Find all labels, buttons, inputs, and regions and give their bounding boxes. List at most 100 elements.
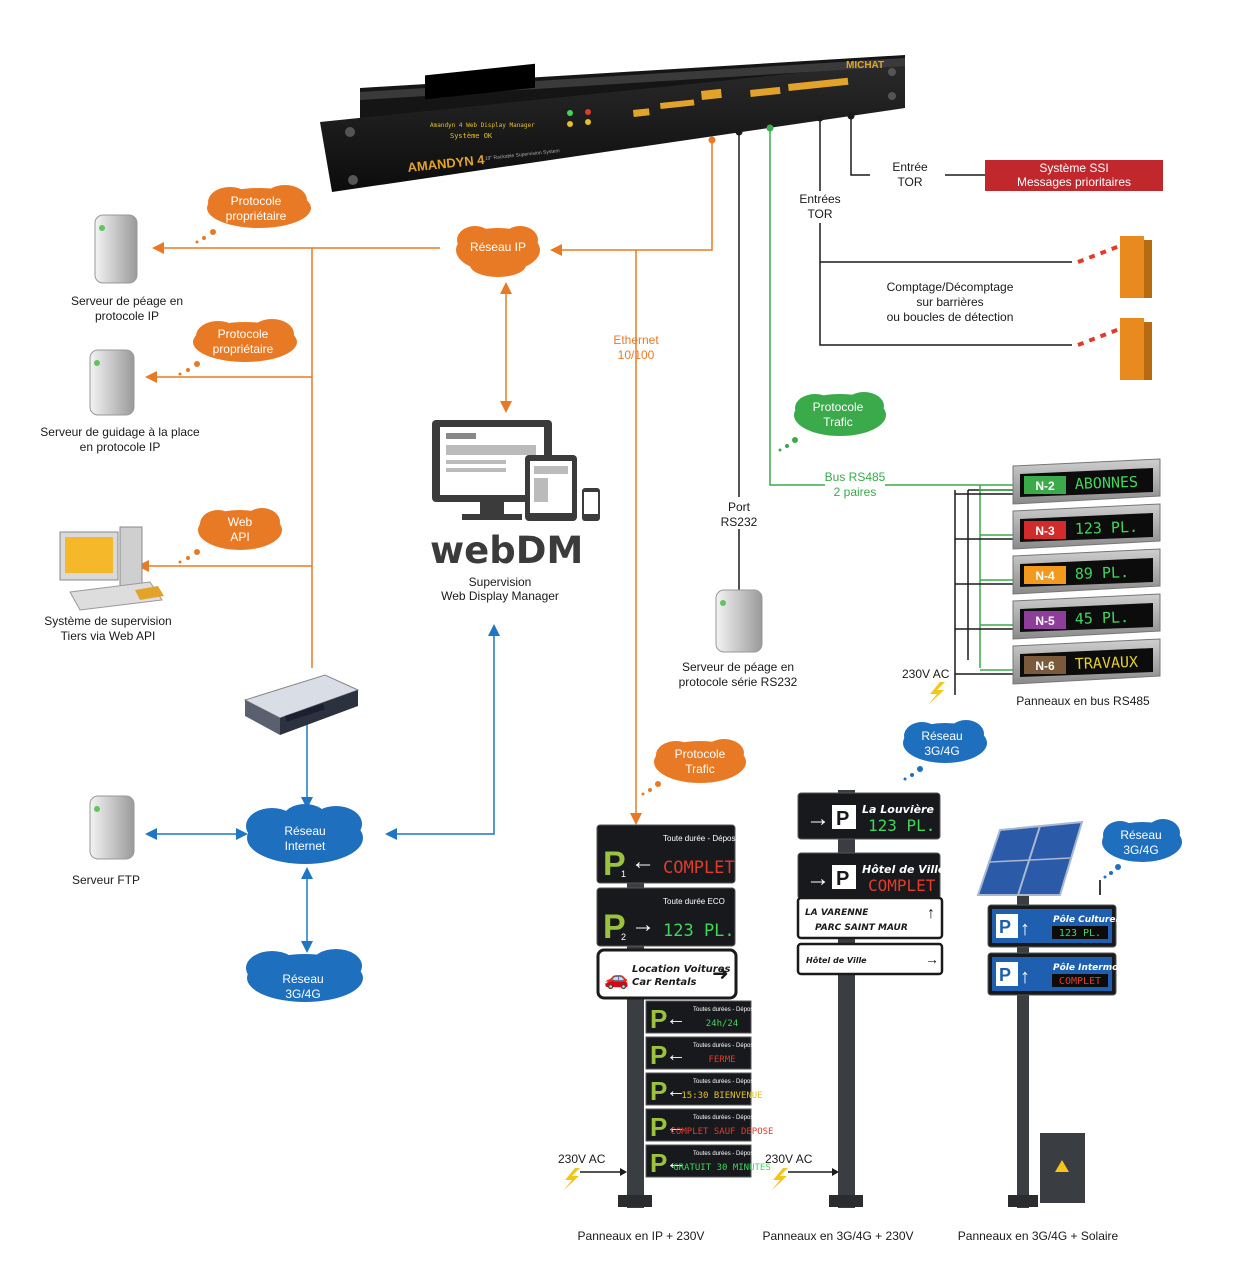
parking-icon <box>832 805 856 829</box>
cloud-proto-trafic-bottom: Protocole Trafic <box>641 739 746 796</box>
label-systeme-supervision-1: Système de supervision <box>44 614 171 628</box>
solar-panel-name: Pôle Intermodal <box>1053 962 1135 973</box>
svg-text:Web: Web <box>228 515 253 529</box>
webdm-caption-1: Supervision <box>469 575 532 589</box>
ip-small-message: COMPLET SAUF DEPOSE <box>671 1127 774 1137</box>
bus-panel: N-3 123 PL. <box>955 503 1161 550</box>
label-ac-bus: 230V AC <box>902 667 950 681</box>
bus-panel-level: N-5 <box>1035 614 1055 628</box>
label-serveur-ftp: Serveur FTP <box>72 873 140 887</box>
svg-text:3G/4G: 3G/4G <box>924 744 959 758</box>
device-screen-line1: Amandyn 4 Web Display Manager <box>430 122 535 129</box>
arrow-right-icon: ➜ <box>712 963 729 985</box>
caption-solar: Panneaux en 3G/4G + Solaire <box>958 1229 1119 1243</box>
g34-static2-frame <box>796 942 944 976</box>
ssi-line1: Système SSI <box>1039 161 1108 175</box>
solar-panel-screen <box>1052 926 1108 939</box>
bus-wiring <box>954 485 1015 695</box>
caption-3g: Panneaux en 3G/4G + 230V <box>762 1229 913 1243</box>
arrow-up-icon: ↑ <box>1020 918 1030 940</box>
ip-panel-p: P <box>603 908 626 946</box>
solar-panel-message: 123 PL. <box>1059 928 1101 939</box>
svg-text:Réseau: Réseau <box>921 729 962 743</box>
bus-panel: N-5 45 PL. <box>955 593 1161 640</box>
ip-panel-caption: Toute durée - Dépose <box>663 834 740 843</box>
bus-panel-message: 45 PL. <box>1075 608 1130 628</box>
bus-panel-level-bg <box>1024 476 1066 494</box>
amandyn-device: Amandyn 4 Web Display Manager Système OK… <box>320 55 905 192</box>
cloud-proto-trafic-top: Protocole Trafic <box>778 392 886 452</box>
ip-small-frame <box>645 1036 752 1070</box>
g34-static2-line: Hôtel de Ville <box>806 955 867 965</box>
cloud-reseau-ip: Réseau IP <box>456 226 540 277</box>
svg-text:API: API <box>230 530 249 544</box>
svg-text:3G/4G: 3G/4G <box>285 987 320 1001</box>
arrow-right-icon: → <box>806 865 830 892</box>
ip-small-caption: Toutes durées - Dépose <box>693 1115 757 1121</box>
left-network-lines <box>137 242 512 953</box>
ip-small-message: 24h/24 <box>706 1019 739 1029</box>
arrow-up-icon: ↑ <box>927 905 935 922</box>
label-bus-1: Bus RS485 <box>825 470 886 484</box>
ip-small-frame <box>645 1000 752 1034</box>
cloud-3g4g-right: Réseau 3G/4G <box>1102 819 1182 879</box>
ip-static-frame <box>596 948 738 1000</box>
bus-panel-message: 123 PL. <box>1075 518 1139 538</box>
label-serveur-rs232-2: protocole série RS232 <box>679 675 798 689</box>
parking-icon <box>832 865 856 889</box>
cloud-proto2: Protocole propriétaire <box>178 319 297 376</box>
ip-small-frame <box>645 1108 752 1142</box>
bus-panel-level-bg <box>1024 611 1066 629</box>
arrow-icon: → <box>631 911 655 938</box>
g34-panel-message: 123 PL. <box>868 816 935 835</box>
g34-static1-line2: PARC SAINT MAUR <box>815 923 908 933</box>
bus-panel-message: ABONNES <box>1075 473 1139 493</box>
svg-text:Protocole: Protocole <box>231 194 282 208</box>
parking-icon <box>996 962 1018 986</box>
label-entree-tor-1: Entrée <box>892 160 928 174</box>
label-systeme-supervision-2: Tiers via Web API <box>61 629 156 643</box>
parking-icon-letter: P <box>836 868 849 890</box>
label-serveur-guidage-2: en protocole IP <box>80 440 161 454</box>
bus-panel-level: N-3 <box>1035 524 1055 538</box>
svg-text:propriétaire: propriétaire <box>226 209 287 223</box>
svg-text:Réseau: Réseau <box>282 972 323 986</box>
label-serveur-peage-ip-2: protocole IP <box>95 309 159 323</box>
arrow-left-icon: ← <box>666 1080 686 1102</box>
ip-panel-message: 123 PL. <box>663 921 735 941</box>
sign-solar-pole <box>976 820 1101 1208</box>
g34-panel-message: COMPLET <box>868 876 936 895</box>
caption-ip: Panneaux en IP + 230V <box>578 1229 705 1243</box>
label-ac-ip: 230V AC <box>558 1152 606 1166</box>
label-comptage-3: ou boucles de détection <box>887 310 1014 324</box>
svg-text:Réseau: Réseau <box>1120 828 1161 842</box>
webdm-caption-2: Web Display Manager <box>441 589 559 603</box>
label-comptage-2: sur barrières <box>916 295 983 309</box>
solar-panel-screen <box>1052 974 1108 987</box>
ip-small-caption: Toutes durées - Dépose <box>693 1079 757 1085</box>
lightning-bus-icon <box>928 682 945 705</box>
device-brand: MICHAT <box>846 60 884 71</box>
ip-static-line2: Car Rentals <box>632 977 697 988</box>
g34-panel-name: Hôtel de Ville <box>862 863 946 876</box>
ssi-line2: Messages prioritaires <box>1017 175 1131 189</box>
svg-text:propriétaire: propriétaire <box>213 342 274 356</box>
bus-panel-level: N-4 <box>1035 569 1055 583</box>
g34-panel-name: La Louvière <box>862 803 934 816</box>
ip-small-message: GRATUIT 30 MINUTES <box>673 1163 771 1173</box>
bus-panel-level-bg <box>1024 566 1066 584</box>
server-peage-ip-icon <box>94 214 138 284</box>
barrier-2-icon <box>1077 318 1152 380</box>
server-guidage-icon <box>89 349 135 416</box>
